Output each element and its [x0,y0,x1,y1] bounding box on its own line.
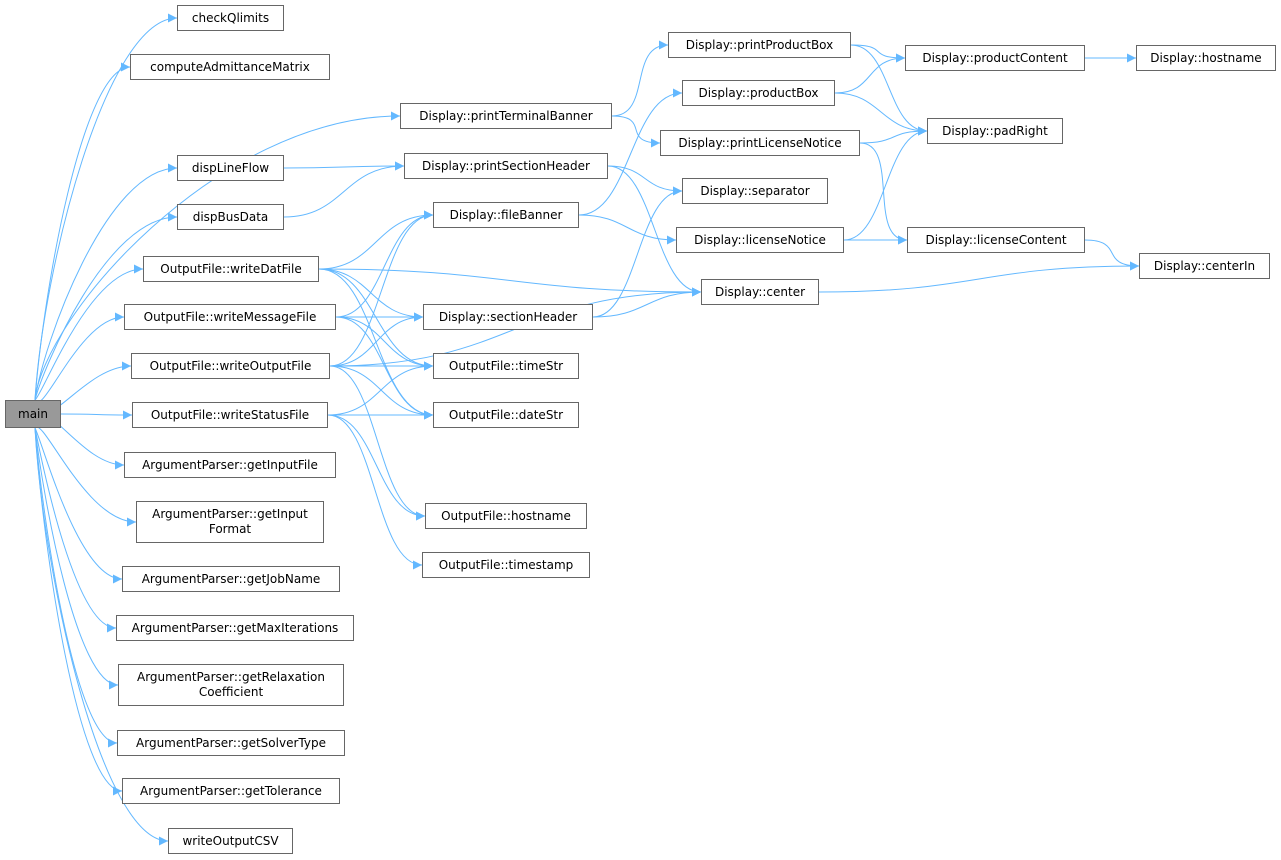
edge-main-to-output-file-write-dat-file [34,264,144,401]
edge-display-section-header-to-display-center [592,287,702,318]
edge-main-to-argument-parser-get-max-iterations [34,427,117,633]
edge-main-to-argument-parser-get-solver-type [34,427,118,748]
node-display-center[interactable]: Display::center [701,279,819,305]
node-argument-parser-get-relaxation-coefficient[interactable]: ArgumentParser::getRelaxation Coefficien… [118,664,344,706]
edge-output-file-write-output-file-to-output-file-hostname [329,365,426,521]
node-disp-line-flow[interactable]: dispLineFlow [177,155,284,181]
edge-main-to-argument-parser-get-job-name [34,427,123,584]
node-display-license-notice[interactable]: Display::licenseNotice [676,227,844,253]
edge-output-file-write-dat-file-to-display-section-header [318,268,424,322]
node-argument-parser-get-max-iterations[interactable]: ArgumentParser::getMaxIterations [116,615,354,641]
edge-output-file-write-output-file-to-display-file-banner [329,210,434,367]
node-display-print-terminal-banner[interactable]: Display::printTerminalBanner [400,103,612,129]
edge-main-to-write-output-csv [34,427,169,846]
node-write-output-csv[interactable]: writeOutputCSV [168,828,293,854]
edge-main-to-disp-bus-data [34,212,178,401]
node-display-hostname[interactable]: Display::hostname [1136,45,1276,71]
node-output-file-date-str[interactable]: OutputFile::dateStr [433,402,579,428]
edge-display-license-notice-to-display-pad-right [843,126,928,241]
edge-display-product-box-to-display-product-content [834,53,906,94]
node-argument-parser-get-solver-type[interactable]: ArgumentParser::getSolverType [117,730,345,756]
edge-disp-line-flow-to-display-print-section-header [283,161,405,171]
edge-display-section-header-to-display-separator [592,186,683,318]
edge-display-print-product-box-to-display-product-content [850,44,906,63]
edge-display-file-banner-to-display-product-box [578,88,683,216]
node-display-separator[interactable]: Display::separator [682,178,828,204]
node-display-product-box[interactable]: Display::productBox [682,80,835,106]
node-output-file-write-message-file[interactable]: OutputFile::writeMessageFile [124,304,336,330]
node-display-print-license-notice[interactable]: Display::printLicenseNotice [660,130,860,156]
edge-output-file-write-message-file-to-output-file-time-str [335,316,434,371]
node-argument-parser-get-job-name[interactable]: ArgumentParser::getJobName [122,566,340,592]
node-output-file-write-dat-file[interactable]: OutputFile::writeDatFile [143,256,319,282]
edge-display-product-box-to-display-pad-right [834,92,928,136]
edge-main-to-display-print-terminal-banner [34,111,401,401]
edge-output-file-write-dat-file-to-display-file-banner [318,210,434,270]
edge-display-print-terminal-banner-to-display-print-product-box [611,40,669,117]
node-output-file-write-output-file[interactable]: OutputFile::writeOutputFile [131,353,330,379]
edge-output-file-write-status-file-to-output-file-timestamp [327,414,423,570]
edge-output-file-write-message-file-to-display-file-banner [335,210,434,318]
node-display-print-section-header[interactable]: Display::printSectionHeader [404,153,608,179]
edge-output-file-write-output-file-to-display-section-header [329,312,424,367]
node-check-qlimits[interactable]: checkQlimits [177,5,284,31]
node-compute-admittance-matrix[interactable]: computeAdmittanceMatrix [130,54,330,80]
node-disp-bus-data[interactable]: dispBusData [177,204,284,230]
edge-output-file-write-dat-file-to-display-center [318,268,702,297]
edge-display-print-terminal-banner-to-display-print-license-notice [611,115,661,148]
edge-display-license-content-to-display-center-in [1084,239,1140,271]
edge-output-file-write-status-file-to-output-file-time-str [327,361,434,416]
edge-disp-bus-data-to-display-print-section-header [283,161,405,218]
node-argument-parser-get-input-format[interactable]: ArgumentParser::getInput Format [136,501,324,543]
edge-display-center-to-display-center-in [818,261,1140,293]
edge-main-to-argument-parser-get-input-format [34,426,137,527]
node-display-pad-right[interactable]: Display::padRight [927,118,1063,144]
edge-display-print-product-box-to-display-pad-right [850,44,928,136]
node-main[interactable]: main [5,400,61,428]
edge-main-to-compute-admittance-matrix [34,62,131,401]
edge-display-print-section-header-to-display-separator [607,165,683,196]
node-display-product-content[interactable]: Display::productContent [905,45,1085,71]
node-display-print-product-box[interactable]: Display::printProductBox [668,32,851,58]
node-output-file-hostname[interactable]: OutputFile::hostname [425,503,587,529]
edge-display-print-license-notice-to-display-pad-right [859,126,928,144]
node-output-file-timestamp[interactable]: OutputFile::timestamp [422,552,590,578]
edge-display-file-banner-to-display-license-notice [578,214,677,245]
edge-main-to-output-file-write-status-file [60,410,133,420]
node-argument-parser-get-input-file[interactable]: ArgumentParser::getInputFile [124,452,336,478]
edge-main-to-disp-line-flow [34,163,178,401]
node-output-file-time-str[interactable]: OutputFile::timeStr [433,353,579,379]
edge-output-file-write-output-file-to-output-file-date-str [329,365,434,420]
node-display-center-in[interactable]: Display::centerIn [1139,253,1270,279]
edge-output-file-write-status-file-to-output-file-hostname [327,414,426,521]
node-display-section-header[interactable]: Display::sectionHeader [423,304,593,330]
edge-main-to-argument-parser-get-relaxation-coefficient [34,427,119,690]
node-display-license-content[interactable]: Display::licenseContent [907,227,1085,253]
node-output-file-write-status-file[interactable]: OutputFile::writeStatusFile [132,402,328,428]
node-display-file-banner[interactable]: Display::fileBanner [433,202,579,228]
node-argument-parser-get-tolerance[interactable]: ArgumentParser::getTolerance [122,778,340,804]
